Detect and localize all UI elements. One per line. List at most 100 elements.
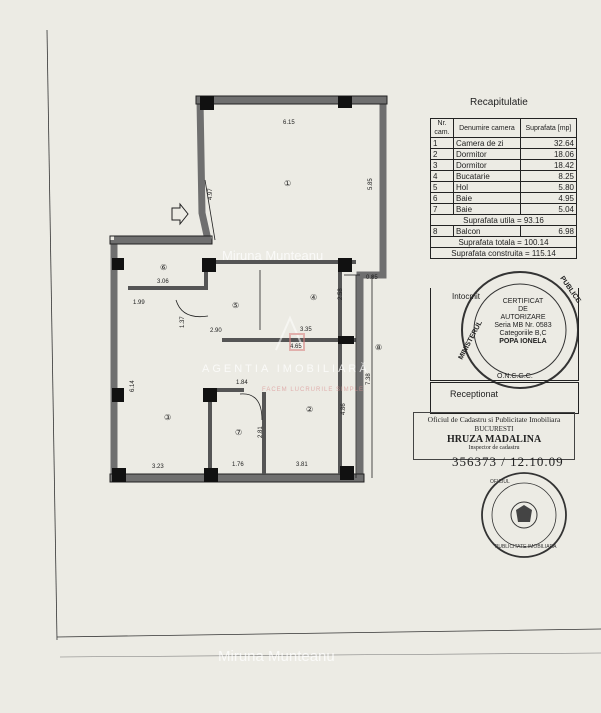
dim-label: 6.14 [130, 380, 136, 392]
page-edge-left [46, 29, 58, 641]
dim-label: 2.81 [258, 426, 264, 438]
column-header: Denumire camera [453, 118, 521, 138]
room-nr: 8 [430, 225, 454, 237]
room-name: Baie [453, 203, 521, 215]
watermark-bottom: Miruna Munteanu [218, 648, 335, 665]
certificate-stamp-text: CERTIFICAT DE AUTORIZARE Seria MB Nr. 05… [478, 298, 568, 346]
dim-label: 1.84 [236, 380, 248, 386]
room-number: ⑤ [232, 301, 239, 310]
dim-label: 1.37 [180, 316, 186, 328]
useful-area: Suprafata utila = 93.16 [430, 214, 577, 226]
recap-title: Recapitulatie [470, 97, 528, 108]
cert-line: CERTIFICAT [502, 298, 544, 305]
room-number: ② [306, 405, 313, 414]
page-edge-bottom [56, 628, 601, 638]
room-number: ④ [310, 293, 317, 302]
room-area: 8.25 [519, 170, 578, 182]
room-nr: 4 [430, 170, 454, 182]
room-nr: 5 [430, 181, 454, 193]
ocpi-city: BUCURESTI [474, 425, 514, 433]
page-edge-lower [59, 652, 601, 658]
structural-pillars [112, 96, 354, 482]
cert-line: Categoriile B,C [499, 330, 547, 337]
dim-label: 7.38 [366, 373, 372, 385]
room-nr: 3 [430, 159, 454, 171]
recap-table: Nr. cam. Denumire camera Suprafata [mp] … [430, 118, 578, 259]
column-header: Nr. cam. [430, 118, 454, 138]
room-area: 18.06 [519, 148, 578, 160]
built-area: Suprafata construita = 115.14 [430, 247, 577, 259]
room-name: Baie [453, 192, 521, 204]
dim-label: 5.85 [368, 178, 374, 190]
ocpi-seal: PUBLICITATE IMOBILIARA OFICIUL [481, 472, 567, 558]
wall-outlines [109, 95, 388, 483]
room-nr: 7 [430, 203, 454, 215]
room-area: 5.80 [519, 181, 578, 193]
handwritten-number: 356373 / 12.10.09 [452, 454, 564, 469]
table-row: Suprafata totala = 100.14 [430, 236, 577, 248]
ocpi-office: Oficiul de Cadastru si Publicitate Imobi… [427, 415, 561, 424]
dim-label: 2.90 [210, 328, 222, 334]
dim-label: 3.06 [157, 279, 169, 285]
received-label: Receptionat [450, 389, 499, 399]
table-row: Suprafata utila = 93.16 [430, 214, 577, 226]
dim-label: 4.65 [290, 344, 302, 350]
dim-label: 2.58 [338, 288, 344, 300]
room-area: 6.98 [519, 225, 578, 237]
room-number: ⑥ [160, 263, 167, 272]
ocpi-stamp: Oficiul de Cadastru si Publicitate Imobi… [413, 412, 575, 460]
column-header: Suprafata [mp] [519, 118, 578, 138]
dim-label: 1.76 [232, 462, 244, 468]
room-name: Dormitor [453, 159, 521, 171]
room-area: 4.95 [519, 192, 578, 204]
room-name: Dormitor [453, 148, 521, 160]
dim-label: 3.35 [300, 327, 312, 333]
entrance-arrow-icon [171, 202, 189, 226]
cert-line: POPA IONELA [499, 338, 547, 345]
watermark-agency: AGENTIA IMOBILIARĂ [202, 363, 370, 375]
room-nr: 6 [430, 192, 454, 204]
table-row: Suprafata construita = 115.14 [430, 247, 577, 259]
oncgc-label: O.N.C.G.C. [497, 373, 533, 380]
dim-label: 1.99 [133, 300, 145, 306]
watermark-agency-sub: FACEM LUCRURILE SIMPLE [262, 387, 365, 393]
received-box [430, 382, 579, 414]
room-name: Hol [453, 181, 521, 193]
certificate-label: Intocmit [452, 292, 481, 301]
total-area: Suprafata totala = 100.14 [430, 236, 577, 248]
room-number: ⑦ [235, 428, 242, 437]
dim-label: 4.86 [341, 403, 347, 415]
cert-line: DE [518, 306, 528, 313]
inspector-role: Inspector de cadastru [468, 445, 520, 451]
room-area: 18.42 [519, 159, 578, 171]
room-number: ⑧ [375, 343, 382, 352]
room-nr: 2 [430, 148, 454, 160]
room-name: Camera de zi [453, 137, 521, 149]
dim-label: 3.81 [296, 462, 308, 468]
room-nr: 1 [430, 137, 454, 149]
cert-line: Seria MB Nr. 0583 [494, 322, 552, 329]
room-area: 32.64 [519, 137, 578, 149]
room-name: Bucatarie [453, 170, 521, 182]
svg-text:PUBLICITATE IMOBILIARA: PUBLICITATE IMOBILIARA [495, 544, 557, 550]
outer-walls [110, 96, 387, 482]
table-header-row: Nr. cam. Denumire camera Suprafata [mp] [430, 118, 578, 138]
interior-walls [128, 258, 356, 474]
dim-label: 6.15 [283, 120, 295, 126]
room-area: 5.04 [519, 203, 578, 215]
dim-label: 4.97 [208, 188, 214, 200]
dim-label: 0.85 [366, 275, 378, 281]
agency-logo-icon [275, 315, 305, 351]
room-number: ① [284, 179, 291, 188]
thin-lines [175, 179, 373, 478]
